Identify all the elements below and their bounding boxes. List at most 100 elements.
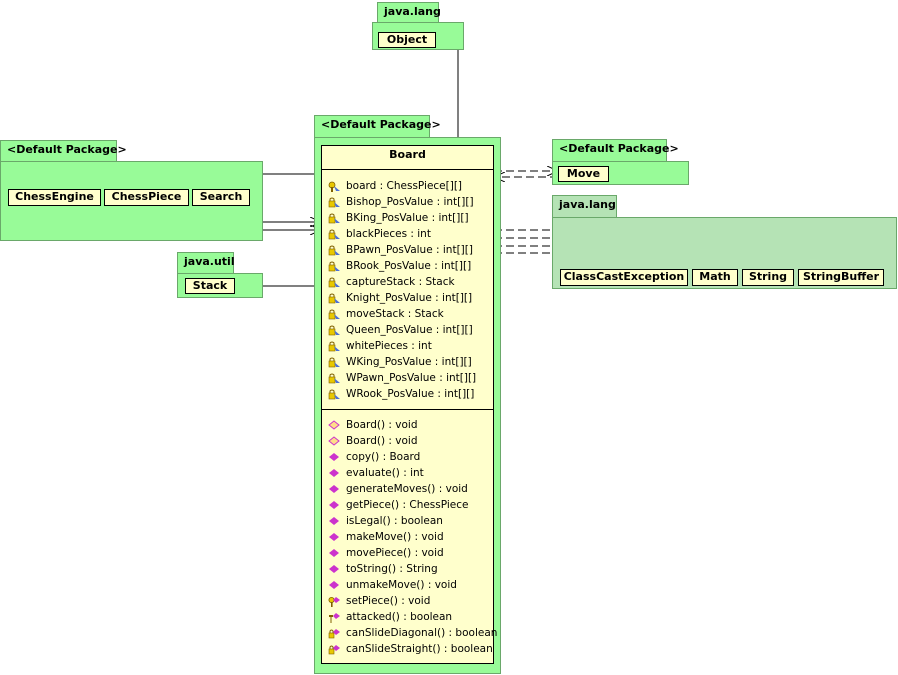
operation-row-label: canSlideDiagonal() : boolean [346, 627, 498, 639]
class-board-title: Board [322, 146, 493, 170]
package-java-lang-right-tab: java.lang [552, 195, 617, 218]
attribute-row[interactable]: whitePieces : int [322, 338, 493, 354]
operation-row[interactable]: evaluate() : int [322, 465, 493, 481]
lock-method-icon [328, 628, 341, 639]
class-object[interactable]: Object [378, 32, 436, 48]
attribute-row-label: WPawn_PosValue : int[][] [346, 372, 477, 384]
lock-icon [328, 293, 341, 304]
lock-icon [328, 261, 341, 272]
operation-row[interactable]: generateMoves() : void [322, 481, 493, 497]
attribute-row[interactable]: captureStack : Stack [322, 274, 493, 290]
attribute-row-label: Knight_PosValue : int[][] [346, 292, 473, 304]
constructor-icon [328, 436, 341, 447]
operation-row[interactable]: toString() : String [322, 561, 493, 577]
operation-row[interactable]: canSlideStraight() : boolean [322, 641, 493, 657]
method-icon [328, 516, 341, 527]
attribute-row[interactable]: Queen_PosValue : int[][] [322, 322, 493, 338]
operation-row-label: Board() : void [346, 419, 418, 431]
attribute-row[interactable]: BKing_PosValue : int[][] [322, 210, 493, 226]
class-stringbuffer[interactable]: StringBuffer [798, 269, 884, 286]
attribute-row[interactable]: Bishop_PosValue : int[][] [322, 194, 493, 210]
attribute-row-label: WKing_PosValue : int[][] [346, 356, 472, 368]
class-stack[interactable]: Stack [185, 278, 235, 294]
lock-icon [328, 213, 341, 224]
lock-icon [328, 389, 341, 400]
lock-icon [328, 245, 341, 256]
class-chessengine[interactable]: ChessEngine [8, 189, 101, 206]
attribute-row[interactable]: BPawn_PosValue : int[][] [322, 242, 493, 258]
operation-row-label: generateMoves() : void [346, 483, 468, 495]
attribute-row[interactable]: Knight_PosValue : int[][] [322, 290, 493, 306]
package-default-right-tab: <Default Package> [552, 139, 679, 162]
attribute-row[interactable]: WKing_PosValue : int[][] [322, 354, 493, 370]
attribute-row-label: captureStack : Stack [346, 276, 455, 288]
operation-row-label: setPiece() : void [346, 595, 431, 607]
operation-row[interactable]: isLegal() : boolean [322, 513, 493, 529]
lock-method-icon [328, 644, 341, 655]
package-java-util-tab: java.util [177, 252, 235, 274]
lock-icon [328, 357, 341, 368]
constructor-icon [328, 420, 341, 431]
attribute-row-label: board : ChessPiece[][] [346, 180, 463, 192]
operation-row[interactable]: copy() : Board [322, 449, 493, 465]
attribute-row[interactable]: WPawn_PosValue : int[][] [322, 370, 493, 386]
attribute-row-label: blackPieces : int [346, 228, 431, 240]
operation-row-label: isLegal() : boolean [346, 515, 443, 527]
class-math[interactable]: Math [692, 269, 738, 286]
operation-row[interactable]: attacked() : boolean [322, 609, 493, 625]
attribute-row-label: moveStack : Stack [346, 308, 444, 320]
operation-row-label: makeMove() : void [346, 531, 444, 543]
lock-icon [328, 229, 341, 240]
class-search[interactable]: Search [192, 189, 250, 206]
attribute-row[interactable]: moveStack : Stack [322, 306, 493, 322]
package-default-center-tab: <Default Package> [314, 115, 441, 138]
operation-row[interactable]: makeMove() : void [322, 529, 493, 545]
operation-row-label: movePiece() : void [346, 547, 444, 559]
attribute-row-label: BPawn_PosValue : int[][] [346, 244, 473, 256]
key-method-icon [328, 596, 341, 607]
operation-row-label: unmakeMove() : void [346, 579, 457, 591]
attribute-row[interactable]: board : ChessPiece[][] [322, 178, 493, 194]
method-icon [328, 468, 341, 479]
operation-row[interactable]: Board() : void [322, 433, 493, 449]
attributes-compartment: board : ChessPiece[][] Bishop_PosValue : … [322, 170, 493, 410]
operation-row[interactable]: setPiece() : void [322, 593, 493, 609]
lock-icon [328, 309, 341, 320]
attribute-row-label: WRook_PosValue : int[][] [346, 388, 475, 400]
attribute-row-label: Queen_PosValue : int[][] [346, 324, 473, 336]
method-icon [328, 484, 341, 495]
operation-row-label: copy() : Board [346, 451, 421, 463]
attribute-row-label: BRook_PosValue : int[][] [346, 260, 472, 272]
class-board[interactable]: Board board : ChessPiece[][] Bishop_PosVa… [321, 145, 497, 664]
dependency-board-classcastexception [494, 252, 625, 269]
method-icon [328, 564, 341, 575]
operation-row-label: evaluate() : int [346, 467, 424, 479]
class-chesspiece[interactable]: ChessPiece [104, 189, 189, 206]
attribute-row[interactable]: blackPieces : int [322, 226, 493, 242]
pin-method-icon [328, 612, 341, 623]
class-move[interactable]: Move [558, 166, 609, 182]
attribute-row[interactable]: BRook_PosValue : int[][] [322, 258, 493, 274]
operation-row[interactable]: movePiece() : void [322, 545, 493, 561]
lock-icon [328, 197, 341, 208]
class-string[interactable]: String [742, 269, 794, 286]
operation-row-label: toString() : String [346, 563, 438, 575]
method-icon [328, 532, 341, 543]
attribute-row[interactable]: WRook_PosValue : int[][] [322, 386, 493, 402]
key-icon [328, 181, 341, 192]
operation-row[interactable]: Board() : void [322, 417, 493, 433]
operation-row[interactable]: unmakeMove() : void [322, 577, 493, 593]
package-java-lang-top-tab: java.lang [377, 2, 441, 23]
package-default-left-tab: <Default Package> [0, 140, 127, 162]
method-icon [328, 500, 341, 511]
method-icon [328, 580, 341, 591]
lock-icon [328, 325, 341, 336]
operation-row[interactable]: getPiece() : ChessPiece [322, 497, 493, 513]
class-classcastexception[interactable]: ClassCastException [560, 269, 688, 286]
method-icon [328, 452, 341, 463]
method-icon [328, 548, 341, 559]
operation-row[interactable]: canSlideDiagonal() : boolean [322, 625, 497, 641]
attribute-row-label: BKing_PosValue : int[][] [346, 212, 469, 224]
operation-row-label: Board() : void [346, 435, 418, 447]
